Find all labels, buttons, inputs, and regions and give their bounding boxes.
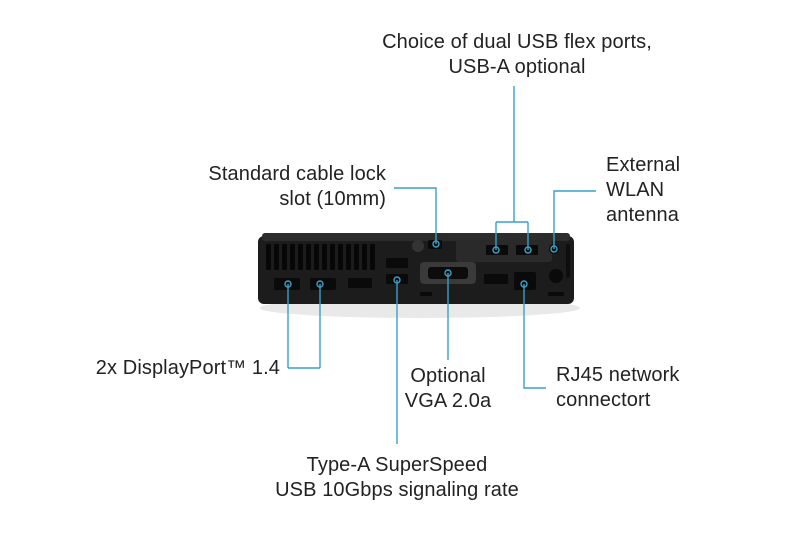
callout-usb-flex-text: Choice of dual USB flex ports, USB-A opt… — [372, 30, 662, 80]
callout-lines — [287, 86, 596, 444]
marker-rj45 — [520, 280, 528, 288]
power-button — [412, 240, 424, 252]
marker-wlan — [550, 245, 558, 253]
callout-cable-lock-line2: slot (10mm) — [279, 188, 386, 210]
power-jack — [549, 269, 563, 283]
marker-displayport-2 — [316, 280, 324, 288]
callout-displayport-line1: 2x DisplayPort™ 1.4 — [95, 357, 280, 379]
usb-flex-port-1 — [486, 245, 508, 255]
marker-vga — [444, 269, 452, 277]
callout-usb-a-line2: USB 10Gbps signaling rate — [275, 479, 519, 501]
callout-wlan-text: External WLAN antenna — [606, 153, 726, 228]
mini-pc-device — [258, 233, 574, 304]
usb-a-port-upper — [386, 258, 408, 268]
usb-a-port-right — [484, 274, 508, 284]
displayport-port-1 — [274, 278, 300, 290]
callout-vga-text: Optional VGA 2.0a — [398, 364, 498, 414]
callout-wlan-line3: antenna — [606, 204, 679, 226]
callout-wlan-line2: WLAN — [606, 179, 665, 201]
device-top-edge — [262, 233, 570, 241]
marker-usb-flex-2 — [524, 246, 532, 254]
callout-line-displayport — [287, 284, 321, 369]
callout-vga-line1: Optional — [410, 365, 486, 387]
callout-usb-a-line1: Type-A SuperSpeed — [306, 454, 488, 476]
callout-rj45-text: RJ45 network connectort — [556, 363, 716, 413]
callout-line-rj45 — [523, 284, 546, 389]
callout-markers — [284, 240, 558, 288]
callout-vga-line2: VGA 2.0a — [404, 390, 492, 412]
callout-cable-lock-line1: Standard cable lock — [208, 163, 386, 185]
callout-line-wlan — [553, 190, 596, 249]
marker-usb-flex-1 — [492, 246, 500, 254]
marker-displayport-1 — [284, 280, 292, 288]
callout-line-cable-lock — [394, 187, 437, 244]
small-slot — [420, 292, 432, 296]
callout-rj45-line2: connectort — [556, 389, 651, 411]
callout-cable-lock-text: Standard cable lock slot (10mm) — [190, 162, 386, 212]
marker-cable-lock — [432, 240, 440, 248]
callout-usb-flex-line2: USB-A optional — [448, 56, 586, 78]
usb-a-port-middle — [386, 274, 408, 284]
callout-usb-a-text: Type-A SuperSpeed USB 10Gbps signaling r… — [252, 453, 542, 503]
callout-rj45-line1: RJ45 network — [556, 364, 680, 386]
usb-c-slot — [548, 292, 564, 296]
side-led — [566, 244, 570, 278]
callout-wlan-line1: External — [606, 154, 681, 176]
callout-displayport-text: 2x DisplayPort™ 1.4 — [80, 356, 280, 381]
callout-line-usb-flex — [495, 86, 529, 250]
marker-usb-a — [393, 276, 401, 284]
vent-grill — [266, 244, 375, 270]
callout-usb-flex-line1: Choice of dual USB flex ports, — [382, 31, 652, 53]
usb-flex-port-2 — [516, 245, 538, 255]
usb-a-port-bottom-left — [348, 278, 372, 288]
